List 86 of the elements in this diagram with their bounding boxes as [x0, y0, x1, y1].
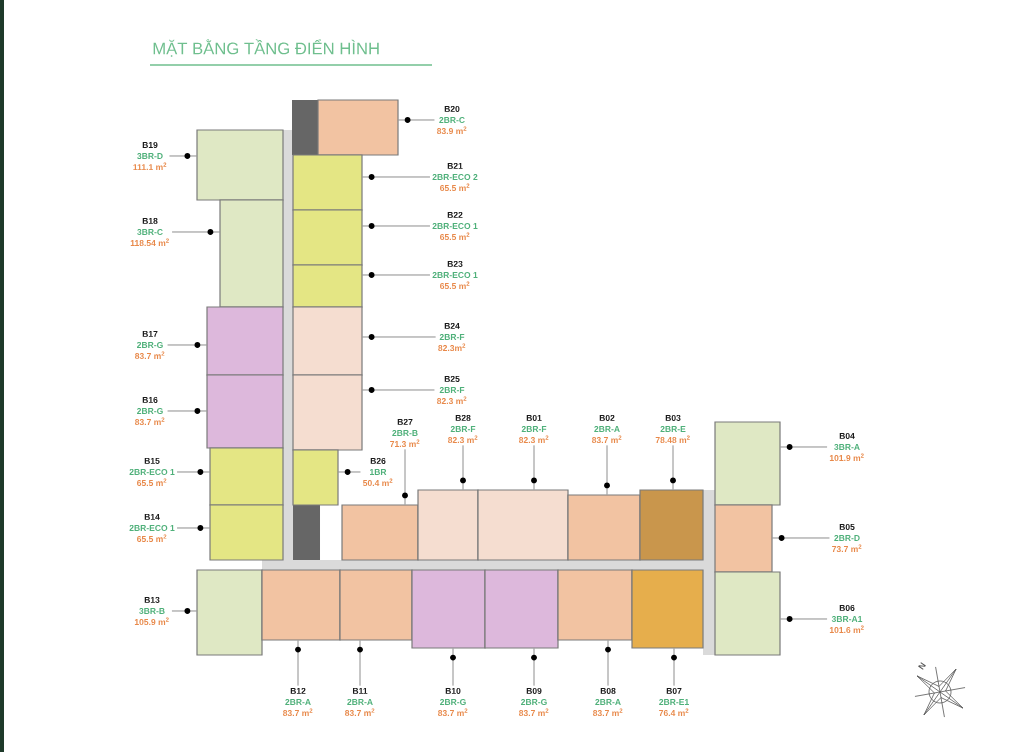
- apartment-unit: [567, 494, 641, 561]
- apartment-unit: [292, 374, 363, 451]
- unit-label: B12 2BR-A 83.7 m$^{2}$: [283, 687, 313, 717]
- apartment-unit: [411, 569, 486, 649]
- apartment-unit: [209, 504, 284, 561]
- leader-line: [297, 640, 299, 686]
- apartment-unit: [209, 447, 284, 506]
- unit-label: B13 3BR-B 105.9 m$^{2}$: [134, 596, 169, 626]
- apartment-unit: [714, 571, 781, 656]
- apartment-unit: [292, 449, 339, 506]
- apartment-unit: [292, 154, 363, 211]
- apartment-unit: [292, 264, 363, 308]
- leader-line: [171, 231, 220, 233]
- unit-label: B03 2BR-E 78.48 m$^{2}$: [655, 414, 690, 444]
- apartment-unit: [206, 374, 284, 449]
- unit-label: B11 2BR-A 83.7 m$^{2}$: [345, 687, 375, 717]
- apartment-unit: [317, 99, 399, 156]
- leader-line: [362, 336, 436, 338]
- unit-label: B21 2BR-ECO 2 65.5 m$^{2}$: [432, 162, 478, 192]
- leader-line: [362, 225, 431, 227]
- apartment-unit: [341, 504, 419, 561]
- apartment-unit: [714, 504, 773, 573]
- leader-line: [606, 445, 608, 495]
- unit-label: B17 2BR-G 83.7 m$^{2}$: [135, 330, 165, 360]
- leader-line: [462, 445, 464, 490]
- north-label: N: [918, 662, 926, 670]
- apartment-unit: [292, 209, 363, 266]
- apartment-unit: [557, 569, 633, 641]
- leader-line: [772, 537, 830, 539]
- apartment-unit: [639, 489, 704, 561]
- leader-line: [176, 527, 210, 529]
- leader-line: [167, 344, 207, 346]
- unit-label: B22 2BR-ECO 1 65.5 m$^{2}$: [432, 211, 478, 241]
- unit-label: B05 2BR-D 73.7 m$^{2}$: [832, 523, 862, 553]
- leader-line: [171, 610, 197, 612]
- unit-label: B04 3BR-A 101.9 m$^{2}$: [829, 432, 864, 462]
- leader-line: [398, 119, 435, 121]
- leader-line: [167, 410, 207, 412]
- apartment-unit: [261, 569, 341, 641]
- leader-line: [362, 389, 435, 391]
- leader-line: [780, 446, 828, 448]
- unit-label: B28 2BR-F 82.3 m$^{2}$: [448, 414, 478, 444]
- unit-label: B18 3BR-C 118.54 m$^{2}$: [130, 217, 169, 247]
- apartment-unit: [484, 569, 559, 649]
- unit-label: B15 2BR-ECO 1 65.5 m$^{2}$: [129, 457, 175, 487]
- apartment-unit: [196, 129, 284, 201]
- leader-line: [404, 449, 406, 505]
- unit-label: B07 2BR-E1 76.4 m$^{2}$: [659, 687, 689, 717]
- leader-line: [780, 618, 828, 620]
- apartment-unit: [631, 569, 704, 649]
- title: MẶT BẰNG TẦNG ĐIỂN HÌNH: [153, 39, 379, 57]
- unit-label: B20 2BR-C 83.9 m$^{2}$: [437, 105, 467, 135]
- unit-label: B27 2BR-B 71.3 m$^{2}$: [390, 418, 420, 448]
- apartment-unit: [196, 569, 263, 656]
- unit-label: B19 3BR-D 111.1 m$^{2}$: [133, 141, 167, 171]
- unit-label: B23 2BR-ECO 1 65.5 m$^{2}$: [432, 260, 478, 290]
- leader-line: [338, 471, 361, 473]
- unit-label: B01 2BR-F 82.3 m$^{2}$: [519, 414, 549, 444]
- apartment-unit: [417, 489, 479, 561]
- unit-label: B16 2BR-G 83.7 m$^{2}$: [135, 396, 165, 426]
- leader-line: [169, 155, 197, 157]
- apartment-unit: [219, 199, 284, 308]
- unit-label: B26 1BR 50.4 m$^{2}$: [363, 457, 393, 487]
- unit-label: B25 2BR-F 82.3 m$^{2}$: [437, 375, 467, 405]
- apartment-unit: [339, 569, 413, 641]
- leader-line: [362, 176, 431, 178]
- leader-line: [672, 445, 674, 490]
- unit-label: B14 2BR-ECO 1 65.5 m$^{2}$: [129, 513, 175, 543]
- unit-label: B10 2BR-G 83.7 m$^{2}$: [438, 687, 468, 717]
- leader-line: [673, 648, 675, 686]
- leader-line: [533, 648, 535, 686]
- unit-label: B08 2BR-A 83.7 m$^{2}$: [593, 687, 623, 717]
- leader-line: [176, 471, 210, 473]
- apartment-unit: [714, 421, 781, 506]
- leader-line: [607, 640, 609, 686]
- leader-line: [533, 445, 535, 490]
- apartment-unit: [477, 489, 569, 561]
- leader-line: [362, 274, 431, 276]
- unit-label: B24 2BR-F 82.3m$^{2}$: [438, 322, 466, 352]
- apartment-unit: [292, 306, 363, 376]
- apartment-unit: [206, 306, 284, 376]
- leader-line: [452, 648, 454, 686]
- unit-label: B02 2BR-A 83.7 m$^{2}$: [592, 414, 622, 444]
- leader-line: [359, 640, 361, 686]
- unit-label: B09 2BR-G 83.7 m$^{2}$: [519, 687, 549, 717]
- unit-label: B06 3BR-A1 101.6 m$^{2}$: [829, 604, 864, 634]
